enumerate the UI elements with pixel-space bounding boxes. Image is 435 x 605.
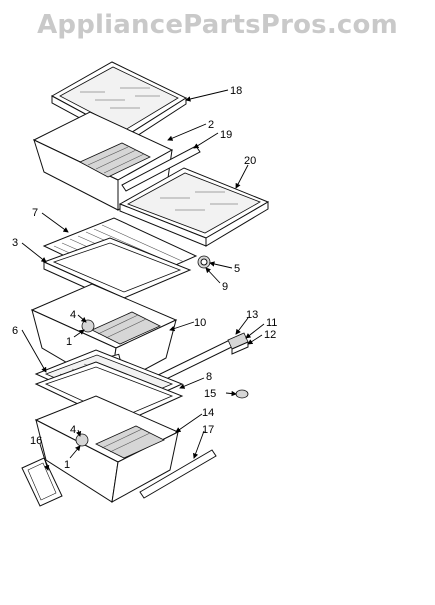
callout-4a: 4 bbox=[70, 309, 76, 321]
callout-17: 17 bbox=[202, 424, 214, 436]
part-19-rod bbox=[121, 145, 201, 192]
callout-7: 7 bbox=[32, 207, 38, 219]
watermark-text: AppliancePartsPros.com bbox=[37, 10, 398, 40]
callout-13: 13 bbox=[246, 309, 258, 321]
callout-10: 10 bbox=[194, 317, 206, 329]
callout-1b: 1 bbox=[64, 459, 70, 471]
callout-18: 18 bbox=[230, 85, 242, 97]
part-14-crisper-drawer bbox=[34, 395, 180, 503]
leader-lines bbox=[21, 89, 265, 471]
callout-3: 3 bbox=[12, 237, 18, 249]
callout-15: 15 bbox=[204, 388, 216, 400]
callout-20: 20 bbox=[244, 155, 256, 167]
part-15-clip bbox=[235, 389, 249, 399]
callout-19: 19 bbox=[220, 129, 232, 141]
part-20-glass-shelf bbox=[118, 167, 270, 247]
callout-11: 11 bbox=[266, 317, 277, 329]
part-5-9-knob bbox=[197, 255, 211, 269]
part-8-cover bbox=[34, 349, 184, 425]
callout-9: 9 bbox=[222, 281, 228, 293]
part-16-label bbox=[21, 457, 63, 507]
callout-8: 8 bbox=[206, 371, 212, 383]
callout-4b: 4 bbox=[70, 424, 76, 436]
part-17-rod bbox=[139, 449, 217, 499]
callout-labels: 18 2 19 20 7 3 5 9 4 1 10 13 11 12 6 8 1… bbox=[12, 85, 277, 471]
callout-2: 2 bbox=[208, 119, 214, 131]
callout-12: 12 bbox=[264, 329, 276, 341]
part-2-crisper-drawer bbox=[32, 111, 174, 211]
callout-16: 16 bbox=[30, 435, 42, 447]
part-11-12-bracket bbox=[227, 332, 249, 355]
callout-14: 14 bbox=[202, 407, 214, 419]
callout-1a: 1 bbox=[66, 336, 72, 348]
callout-5: 5 bbox=[234, 263, 240, 275]
callout-6: 6 bbox=[12, 325, 18, 337]
